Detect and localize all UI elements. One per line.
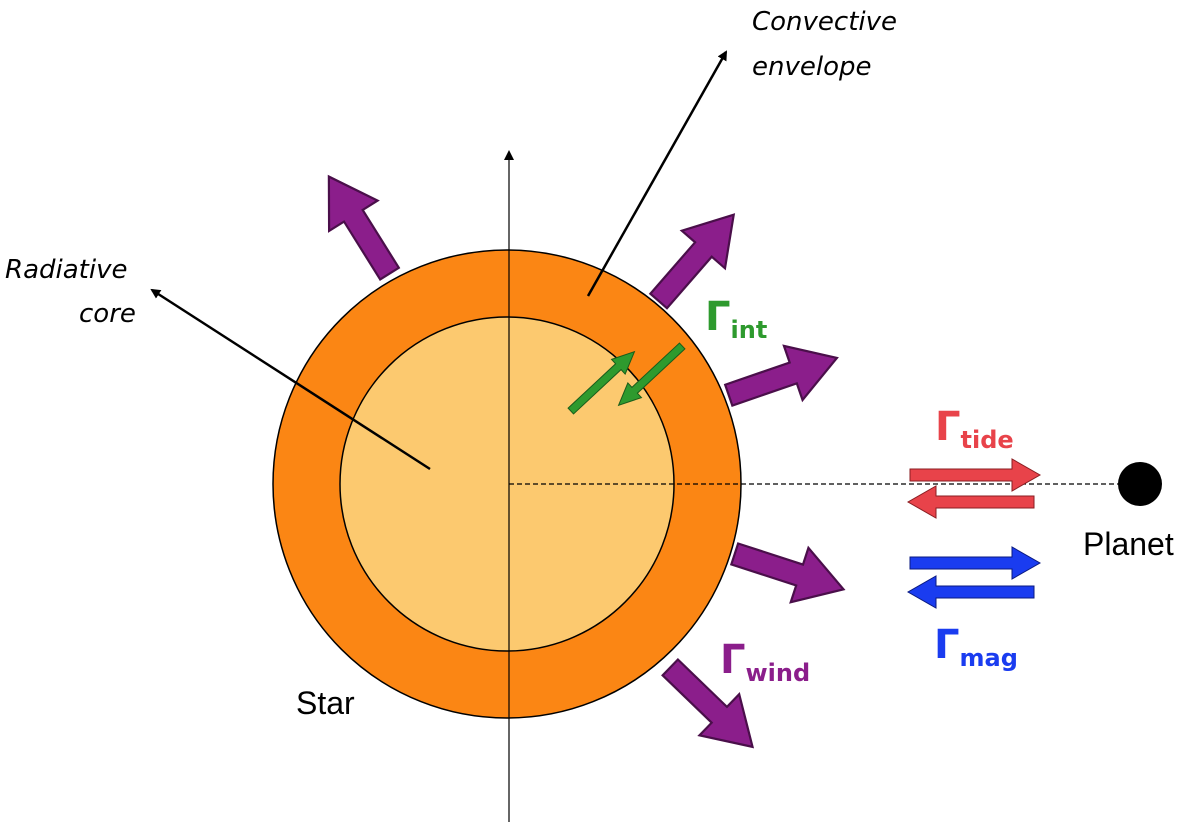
int-arrow-outward bbox=[567, 350, 636, 415]
internal-coupling-arrows bbox=[567, 342, 686, 415]
wind-arrow-upper-left bbox=[327, 174, 401, 281]
tide-arrow-rightward bbox=[909, 458, 1042, 492]
mag-arrows bbox=[906, 546, 1042, 609]
wind-arrows bbox=[327, 174, 846, 749]
gamma-mag-label: Γmag bbox=[934, 622, 1018, 672]
tide-arrows bbox=[906, 458, 1042, 519]
gamma-tide-subscript: tide bbox=[961, 426, 1014, 454]
gamma-int-label: Γint bbox=[705, 294, 767, 344]
gamma-tide-symbol: Γ bbox=[935, 404, 961, 450]
wind-arrow-lower-right bbox=[661, 657, 755, 749]
convective-envelope-label-line1: Convective bbox=[752, 7, 897, 37]
gamma-int-subscript: int bbox=[731, 316, 768, 344]
gamma-wind-symbol: Γ bbox=[720, 637, 746, 683]
gamma-mag-symbol: Γ bbox=[934, 622, 960, 668]
convective-envelope-label-line2: envelope bbox=[752, 52, 872, 82]
gamma-int-symbol: Γ bbox=[705, 294, 731, 340]
radiative-core-pointer-arrow bbox=[150, 288, 431, 471]
planet-body bbox=[1118, 462, 1162, 506]
gamma-wind-label: Γwind bbox=[720, 637, 810, 687]
wind-arrow-right-lower bbox=[729, 542, 846, 604]
mag-arrow-leftward bbox=[906, 575, 1035, 609]
gamma-tide-label: Γtide bbox=[935, 404, 1014, 454]
int-arrow-inward bbox=[617, 342, 686, 407]
gamma-wind-subscript: wind bbox=[746, 659, 811, 687]
tide-arrow-leftward bbox=[906, 485, 1035, 519]
star-label: Star bbox=[296, 685, 355, 721]
wind-arrow-right-upper bbox=[723, 344, 839, 407]
radiative-core-label-line1: Radiative bbox=[5, 255, 127, 285]
planet-label: Planet bbox=[1083, 526, 1174, 562]
gamma-mag-subscript: mag bbox=[960, 644, 1018, 672]
convective-envelope-pointer-arrow bbox=[586, 50, 728, 297]
radiative-core-label-line2: core bbox=[79, 299, 136, 329]
mag-arrow-rightward bbox=[909, 546, 1042, 580]
wind-arrow-upper-right bbox=[648, 213, 736, 310]
